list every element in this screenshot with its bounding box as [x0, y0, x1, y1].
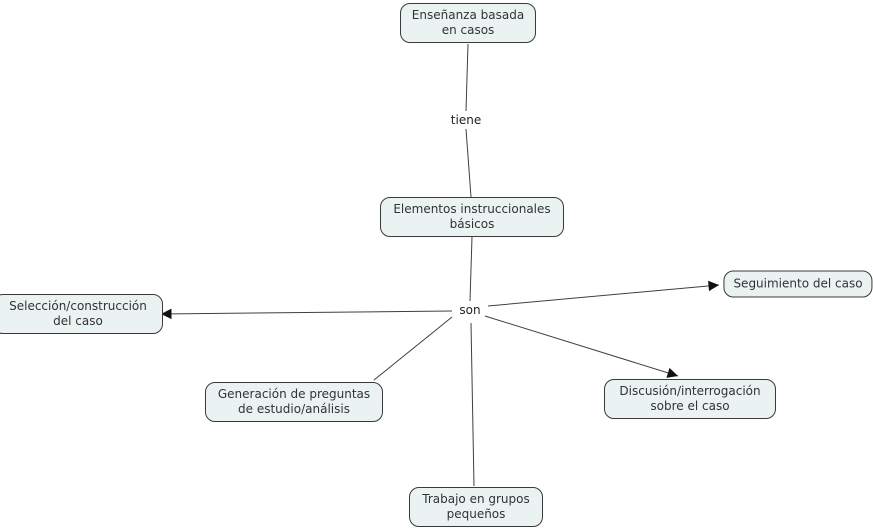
edge-elementos-to-son: [469, 236, 473, 302]
edge-son-to-seleccion: [160, 308, 453, 320]
node-seguimiento-del-caso[interactable]: Seguimiento del caso: [723, 270, 873, 298]
edge-ensenanza-to-tiene: [465, 43, 469, 112]
link-label-son[interactable]: son: [457, 303, 483, 317]
node-trabajo-en-grupos-pequenos[interactable]: Trabajo en grupos pequeños: [409, 487, 543, 527]
edge-tiene-to-elementos: [465, 128, 472, 198]
node-discusion-interrogacion[interactable]: Discusión/interrogación sobre el caso: [604, 379, 776, 419]
node-ensenanza-basada-en-casos[interactable]: Enseñanza basada en casos: [400, 3, 536, 43]
node-generacion-de-preguntas[interactable]: Generación de preguntas de estudio/análi…: [205, 382, 383, 422]
edge-son-to-generacion: [373, 316, 453, 381]
edge-son-to-seguimiento: [487, 280, 720, 307]
node-elementos-instruccionales-basicos[interactable]: Elementos instruccionales básicos: [380, 197, 564, 237]
edge-son-to-trabajo: [470, 322, 475, 487]
link-label-tiene[interactable]: tiene: [448, 113, 484, 127]
node-seleccion-construccion-del-caso[interactable]: Selección/construcción del caso: [0, 294, 163, 334]
edge-son-to-discusion: [484, 315, 679, 378]
